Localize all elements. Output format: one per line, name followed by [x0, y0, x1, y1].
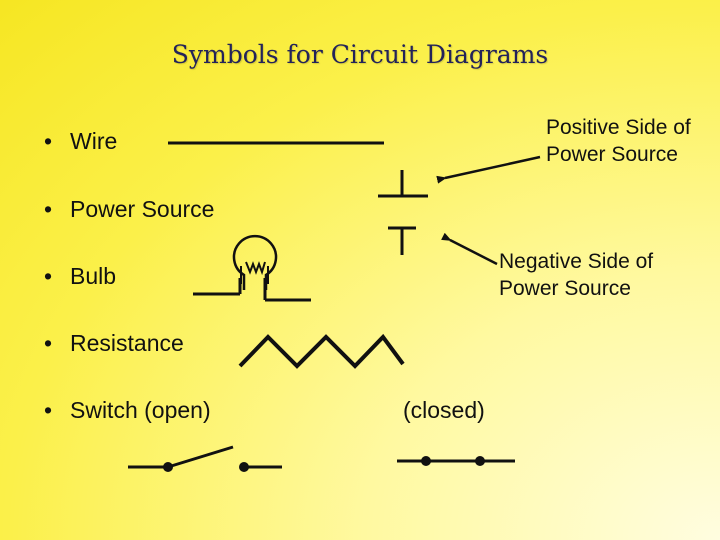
- bullet-marker: •: [44, 330, 53, 356]
- bullet-label: Power Source: [70, 196, 215, 222]
- positive-arrow: [436, 155, 541, 184]
- positive-side-label: Positive Side of Power Source: [546, 114, 691, 168]
- bullet-wire: • Wire: [44, 128, 117, 155]
- switch-open-lever: [167, 445, 234, 469]
- bullet-label: Bulb: [70, 263, 117, 289]
- bullet-resistance: • Resistance: [44, 330, 184, 357]
- bulb-filament: [245, 261, 266, 276]
- bullet-power-source: • Power Source: [44, 196, 214, 223]
- bullet-bulb: • Bulb: [44, 263, 116, 290]
- bullet-marker: •: [44, 196, 53, 222]
- closed-label: (closed): [403, 397, 485, 423]
- negative-side-label: Negative Side of Power Source: [499, 248, 653, 302]
- bullet-marker: •: [44, 263, 53, 289]
- bulb-symbol: [193, 234, 311, 302]
- switch-open-left-contact: [163, 462, 173, 472]
- negative-arrow: [441, 232, 498, 266]
- switch-closed-left-contact: [421, 456, 431, 466]
- switch-open-symbol: [128, 445, 282, 472]
- bullet-label: Wire: [70, 128, 118, 154]
- positive-side-line2: Power Source: [546, 143, 678, 166]
- switch-closed-right-contact: [475, 456, 485, 466]
- positive-side-line1: Positive Side of: [546, 116, 691, 139]
- slide-title: Symbols for Circuit Diagrams: [171, 40, 549, 69]
- bullet-label: Resistance: [70, 330, 184, 356]
- switch-closed-symbol: [397, 456, 515, 466]
- bullet-marker: •: [44, 128, 53, 154]
- switch-open-right-contact: [239, 462, 249, 472]
- negative-side-line1: Negative Side of: [499, 250, 654, 273]
- negative-side-line2: Power Source: [499, 277, 631, 300]
- bulb-glass: [232, 234, 278, 290]
- bullet-switch-open: • Switch (open): [44, 397, 211, 424]
- bullet-marker: •: [44, 397, 53, 423]
- bullet-label: Switch (open): [70, 397, 211, 423]
- resistor-symbol: [238, 333, 405, 369]
- battery-symbol: [378, 170, 428, 255]
